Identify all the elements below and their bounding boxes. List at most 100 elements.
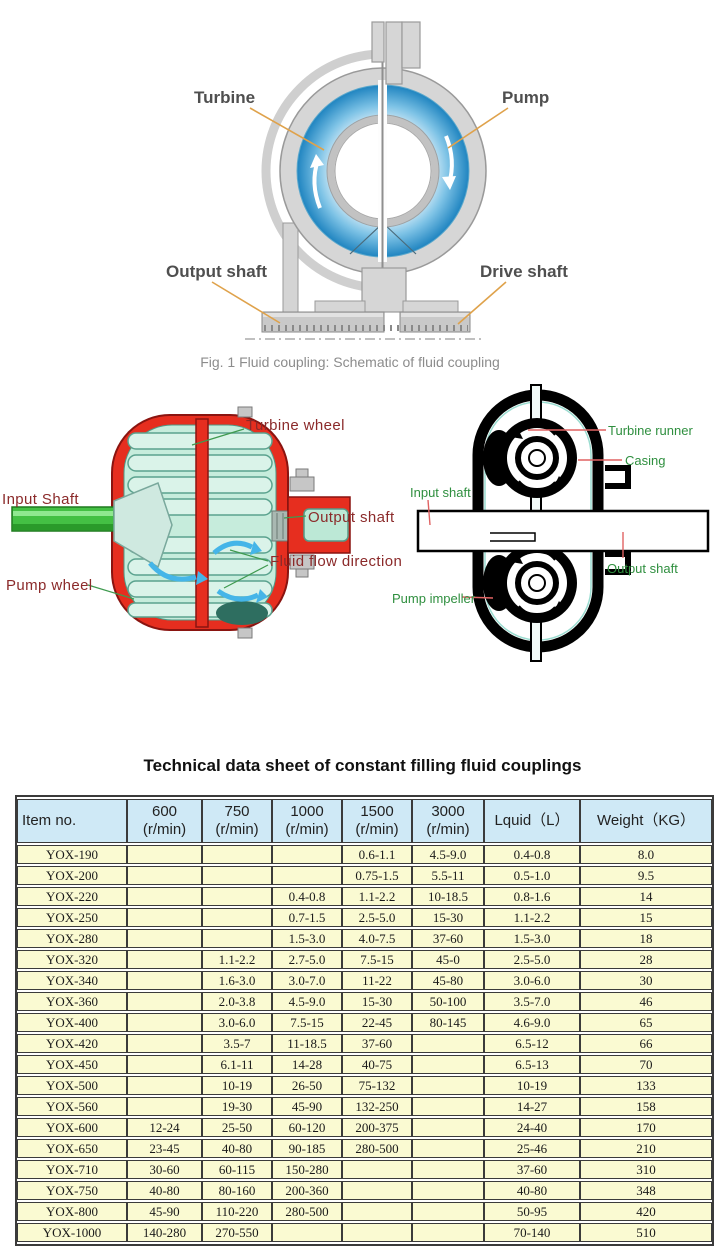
value-cell: 158 [580,1097,712,1116]
value-cell: 10-19 [484,1076,580,1095]
item-no-cell: YOX-450 [17,1055,127,1074]
value-cell [127,992,202,1011]
label-turbine-wheel: Turbine wheel [246,417,345,434]
value-cell: 2.5-5.0 [342,908,412,927]
dark-base [216,601,268,625]
value-cell [127,971,202,990]
value-cell: 46 [580,992,712,1011]
value-cell: 50-100 [412,992,484,1011]
value-cell: 7.5-15 [272,1013,342,1032]
value-cell [202,908,272,927]
fluid-flow-arrows [148,540,268,603]
value-cell [342,1181,412,1200]
value-cell: 37-60 [484,1160,580,1179]
value-cell [127,908,202,927]
top-pipe [371,21,421,85]
coupling-cross-section-drawing [416,384,710,662]
value-cell: 11-18.5 [272,1034,342,1053]
value-cell: 3.5-7.0 [484,992,580,1011]
value-cell: 200-360 [272,1181,342,1200]
value-cell: 1.5-3.0 [484,929,580,948]
value-cell: 6.5-13 [484,1055,580,1074]
value-cell: 0.75-1.5 [342,866,412,885]
value-cell: 270-550 [202,1223,272,1242]
value-cell [127,1097,202,1116]
value-cell [412,1139,484,1158]
value-cell: 1.6-3.0 [202,971,272,990]
pump-chamber [483,543,577,623]
item-no-cell: YOX-220 [17,887,127,906]
leader-lines [87,428,307,600]
label-output-shaft: Output shaft [166,262,268,281]
value-cell: 24-40 [484,1118,580,1137]
value-cell: 65 [580,1013,712,1032]
value-cell: 170 [580,1118,712,1137]
item-no-cell: YOX-340 [17,971,127,990]
value-cell: 3.0-6.0 [202,1013,272,1032]
label-pump-impeller: Pump impeller [392,591,476,606]
column-header: 600 (r/min) [127,799,202,843]
value-cell: 14-28 [272,1055,342,1074]
value-cell: 0.7-1.5 [272,908,342,927]
spec-table: Item no.600 (r/min)750 (r/min)1000 (r/mi… [15,795,714,1246]
column-header: Weight（KG） [580,799,712,843]
value-cell: 7.5-15 [342,950,412,969]
value-cell: 45-80 [412,971,484,990]
value-cell: 22-45 [342,1013,412,1032]
value-cell: 3.0-7.0 [272,971,342,990]
value-cell: 60-115 [202,1160,272,1179]
value-cell: 1.5-3.0 [272,929,342,948]
value-cell: 14 [580,887,712,906]
value-cell: 30 [580,971,712,990]
value-cell: 30-60 [127,1160,202,1179]
value-cell [127,1076,202,1095]
value-cell: 210 [580,1139,712,1158]
value-cell [342,1202,412,1221]
value-cell: 0.4-0.8 [272,887,342,906]
value-cell: 4.5-9.0 [412,845,484,864]
label-input-shaft: Input shaft [410,485,471,500]
center-divider [378,28,387,270]
label-pump: Pump [502,88,550,107]
value-cell [412,1223,484,1242]
value-cell: 510 [580,1223,712,1242]
value-cell [412,1181,484,1200]
value-cell: 66 [580,1034,712,1053]
value-cell [127,887,202,906]
value-cell [202,845,272,864]
value-cell: 15 [580,908,712,927]
value-cell: 11-22 [342,971,412,990]
value-cell: 4.6-9.0 [484,1013,580,1032]
label-pump-wheel: Pump wheel [6,577,93,594]
value-cell: 45-0 [412,950,484,969]
item-no-cell: YOX-420 [17,1034,127,1053]
column-header: Lquid（L） [484,799,580,843]
item-no-cell: YOX-1000 [17,1223,127,1242]
table-title: Technical data sheet of constant filling… [143,756,582,775]
column-header: 1000 (r/min) [272,799,342,843]
output-assembly [271,468,351,578]
value-cell: 37-60 [342,1034,412,1053]
spec-table-header-row: Item no.600 (r/min)750 (r/min)1000 (r/mi… [17,799,712,843]
turbine-chamber [483,418,577,498]
value-cell: 40-80 [202,1139,272,1158]
fluid-coupling-schematic-drawing [211,21,509,340]
value-cell: 90-185 [272,1139,342,1158]
value-cell: 80-160 [202,1181,272,1200]
mount-brackets [605,465,631,575]
value-cell: 150-280 [272,1160,342,1179]
shaft-plates [245,311,482,340]
item-no-cell: YOX-560 [17,1097,127,1116]
value-cell: 80-145 [412,1013,484,1032]
label-output-shaft: Output shaft [607,561,678,576]
label-drive-shaft: Drive shaft [480,262,568,281]
item-no-cell: YOX-650 [17,1139,127,1158]
value-cell [272,1223,342,1242]
